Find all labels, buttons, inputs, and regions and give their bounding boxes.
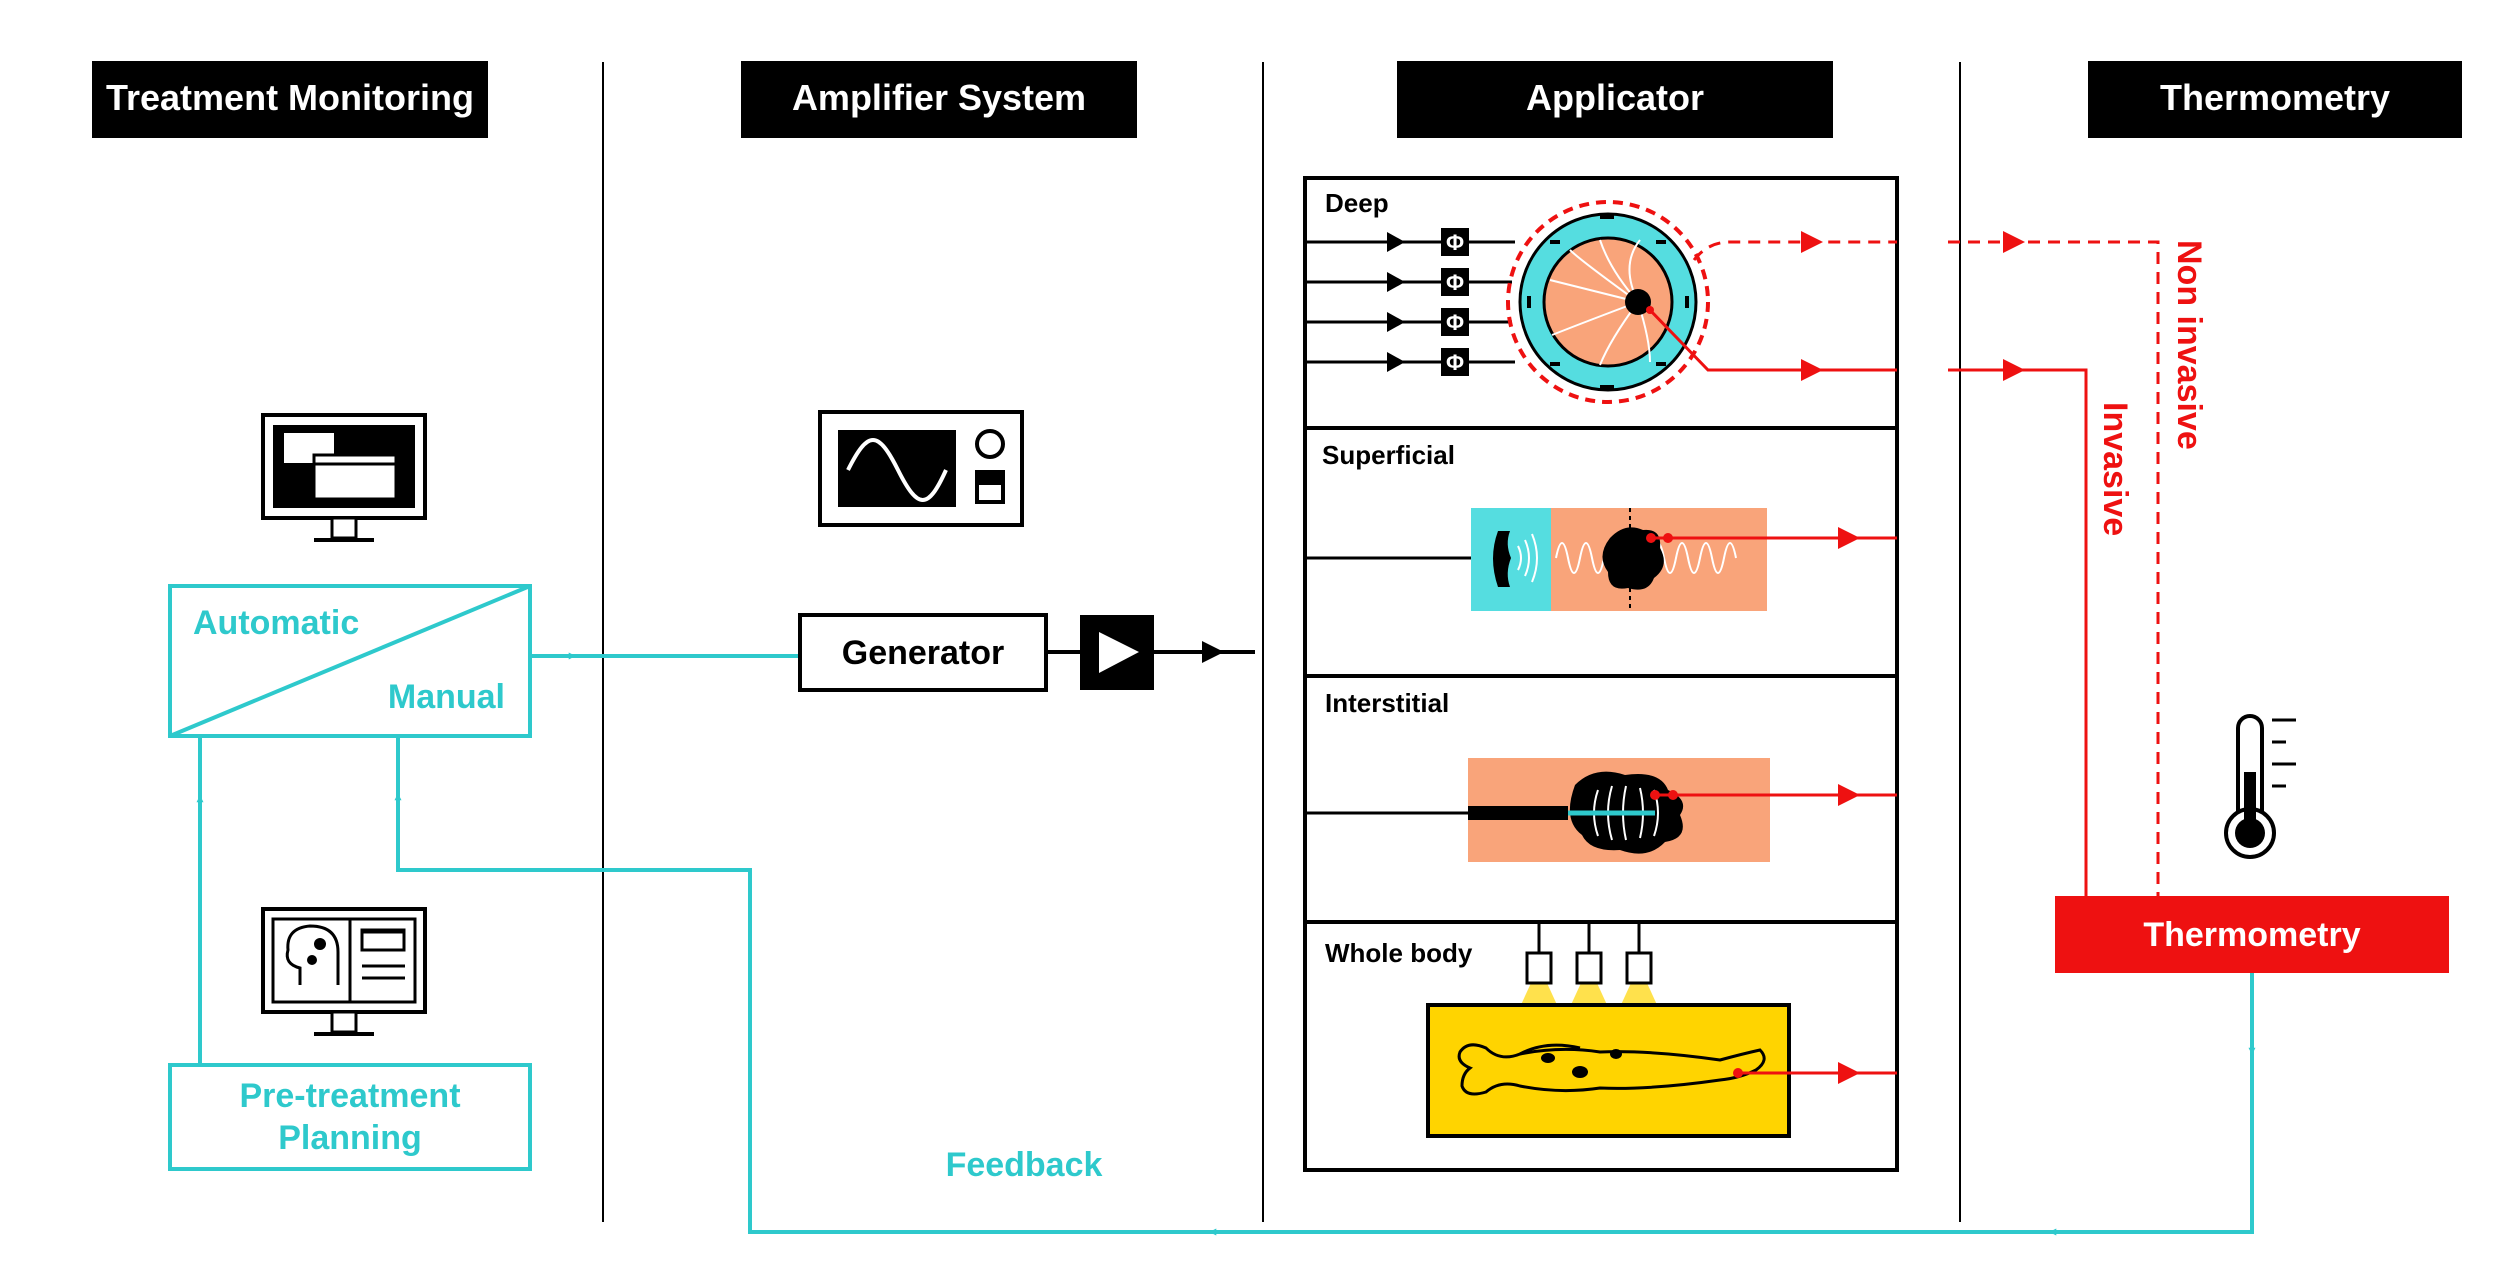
deep-panel: Deep Φ Φ Φ Φ: [1307, 188, 1897, 404]
superficial-panel: Superficial: [1307, 440, 1897, 611]
phase-symbol-3: Φ: [1446, 310, 1464, 335]
thermometry-box-label: Thermometry: [2143, 916, 2360, 954]
whole-body-panel: Whole body: [1325, 922, 1897, 1138]
planning-label-line2: Planning: [278, 1119, 422, 1157]
invasive-line: [1948, 359, 2088, 896]
feedback-loop: [394, 736, 2256, 1236]
header-thermometry: Thermometry: [2088, 61, 2462, 138]
column-dividers: [602, 62, 1961, 1222]
signal-generator-icon: [818, 410, 1024, 527]
non-invasive-line: [1948, 231, 2160, 896]
phase-symbol-4: Φ: [1446, 350, 1464, 375]
phase-channel-3: Φ: [1307, 308, 1512, 336]
header-thermometry-label: Thermometry: [2160, 77, 2390, 118]
planning-label-line1: Pre-treatment: [239, 1077, 460, 1115]
non-invasive-label: Non invasive: [2170, 240, 2208, 450]
generator-label: Generator: [842, 634, 1005, 672]
heat-lamps: [1520, 922, 1658, 1007]
patient-monitor-icon: [261, 907, 427, 1036]
automatic-label: Automatic: [193, 604, 359, 642]
whole-body-output: [1733, 1062, 1897, 1084]
whole-body-label: Whole body: [1325, 938, 1473, 968]
invasive-label: Invasive: [2096, 402, 2134, 536]
phase-symbol-1: Φ: [1446, 230, 1464, 255]
superficial-output: [1646, 527, 1897, 549]
header-treatment-monitoring-label: Treatment Monitoring: [106, 77, 474, 118]
amplifier-output-line: [1154, 641, 1255, 663]
deep-label: Deep: [1325, 188, 1389, 218]
control-connectors: [196, 652, 800, 1065]
generator-box: Generator: [798, 613, 1048, 692]
automatic-manual-selector: Automatic Manual: [168, 584, 532, 738]
phase-symbol-2: Φ: [1446, 270, 1464, 295]
thermometer-icon: [2224, 714, 2296, 859]
header-amplifier-system-label: Amplifier System: [792, 77, 1086, 118]
phase-channel-4: Φ: [1307, 348, 1515, 376]
thermometry-box: Thermometry: [2055, 896, 2449, 973]
feedback-label: Feedback: [946, 1146, 1103, 1184]
manual-label: Manual: [388, 678, 505, 716]
deep-invasive-output: [1646, 306, 1897, 381]
header-amplifier-system: Amplifier System: [741, 61, 1137, 138]
header-applicator: Applicator: [1397, 61, 1833, 138]
monitor-icon: [261, 413, 427, 542]
deep-ring-applicator: [1506, 200, 1710, 404]
deep-non-invasive-output: [1692, 231, 1897, 261]
phase-channel-2: Φ: [1307, 268, 1512, 296]
interstitial-panel: Interstitial: [1307, 688, 1897, 862]
interstitial-label: Interstitial: [1325, 688, 1449, 718]
pre-treatment-planning-box: Pre-treatment Planning: [168, 1063, 532, 1171]
amplifier-icon: [1080, 615, 1154, 690]
superficial-label: Superficial: [1322, 440, 1455, 470]
header-treatment-monitoring: Treatment Monitoring: [92, 61, 488, 138]
phase-channel-1: Φ: [1307, 228, 1515, 256]
header-applicator-label: Applicator: [1526, 77, 1704, 118]
interstitial-output: [1650, 784, 1897, 806]
